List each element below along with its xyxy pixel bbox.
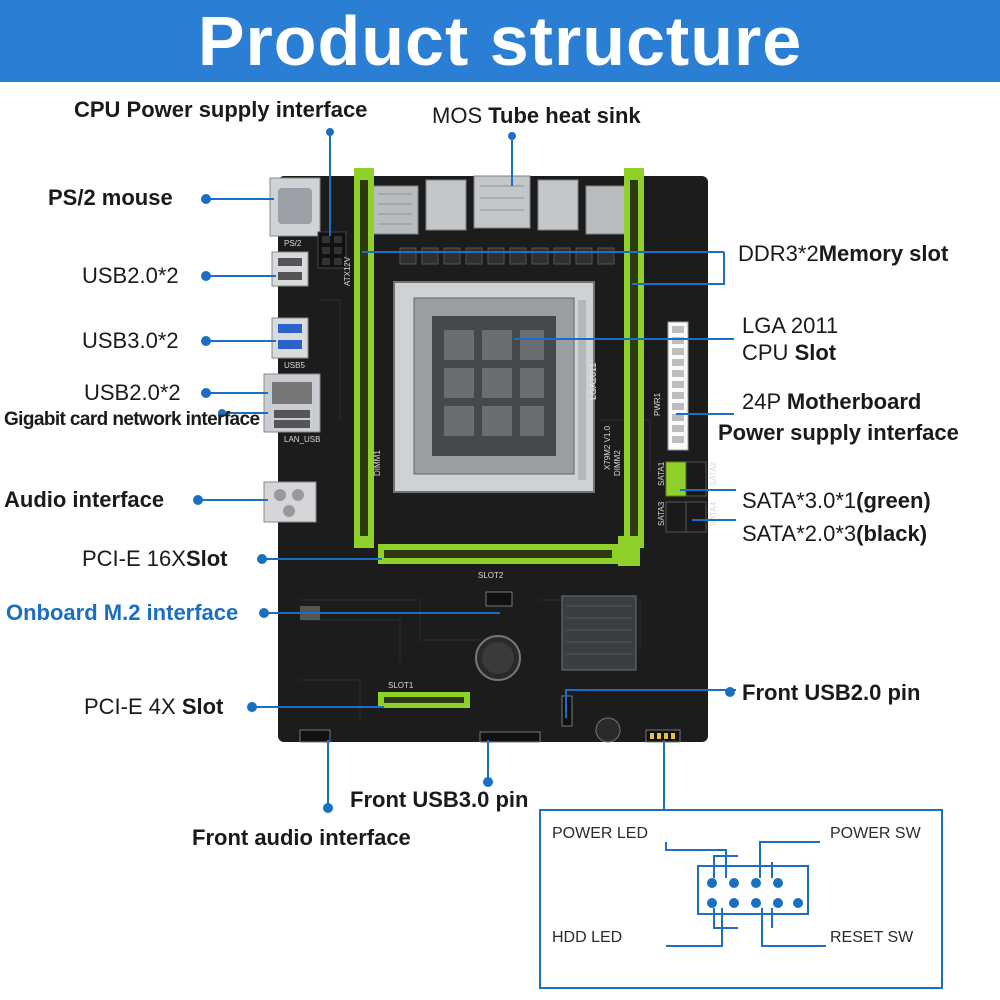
- label-lga-line2-rest: Slot: [794, 340, 837, 365]
- silk-slot2: SLOT2: [478, 571, 504, 580]
- label-sata20: SATA*2.0*3(black): [742, 523, 927, 545]
- pin-power-sw: POWER SW: [830, 825, 921, 842]
- header-pins: [707, 878, 803, 908]
- label-mos: MOS Tube heat sink: [432, 105, 641, 127]
- pin-reset-sw: RESET SW: [830, 929, 914, 946]
- audio-jacks: [263, 481, 317, 523]
- label-pcie4-prefix: PCI-E 4X: [84, 694, 176, 719]
- usb20-rear-ports: [271, 251, 309, 287]
- label-sata20-prefix: SATA*2.0*3: [742, 521, 857, 546]
- silk-sata3: SATA3: [657, 501, 666, 526]
- label-pcie16-rest: Slot: [185, 546, 228, 571]
- label-usb20-lan: USB2.0*2: [84, 380, 181, 405]
- silk-dimm1: DIMM1: [373, 450, 382, 476]
- label-24p-line2: Power supply interface: [718, 420, 959, 445]
- label-audio: Audio interface: [4, 487, 165, 512]
- silk-sata1: SATA1: [657, 461, 666, 486]
- label-ddr3-rest: Memory slot: [818, 241, 949, 266]
- mos-heatsinks: [371, 175, 627, 265]
- lan-usb-ports: [263, 373, 321, 433]
- sata-ports: [665, 461, 707, 533]
- silk-ps2: PS/2: [284, 239, 302, 248]
- label-lga-line2: CPU Slot: [742, 342, 836, 364]
- label-ddr3-prefix: DDR3*2: [738, 241, 819, 266]
- front-usb30-header: [479, 731, 541, 743]
- silk-lan-usb: LAN_USB: [284, 435, 320, 444]
- label-pcie4: PCI-E 4X Slot: [84, 696, 223, 718]
- label-front-usb20: Front USB2.0 pin: [742, 680, 921, 705]
- pin-power-led: POWER LED: [552, 825, 649, 842]
- silk-pwr1: PWR1: [653, 392, 662, 416]
- label-pcie4-rest: Slot: [181, 694, 224, 719]
- pcie-4x-slot: [378, 692, 470, 708]
- label-mos-prefix: MOS: [432, 103, 483, 128]
- cpu-power-connector: [317, 231, 347, 269]
- pin-hdd-led: HDD LED: [552, 929, 623, 946]
- label-lga-line1: LGA 2011: [742, 313, 839, 338]
- label-sata20-rest: (black): [856, 521, 928, 546]
- label-front-audio: Front audio interface: [192, 825, 411, 850]
- pcie-16x-slot: [378, 536, 640, 566]
- silk-sata2: SATA2: [709, 461, 718, 486]
- label-sata30: SATA*3.0*1(green): [742, 490, 931, 512]
- label-front-usb30: Front USB3.0 pin: [350, 787, 529, 812]
- leader-dots: [193, 128, 735, 813]
- silk-x79: X79M2 V1.0: [603, 425, 612, 470]
- front-audio-header: [299, 729, 331, 743]
- cmos-battery: [475, 635, 521, 681]
- ps2-port: [269, 177, 321, 237]
- silk-slot1: SLOT1: [388, 681, 414, 690]
- front-panel-header: [645, 729, 681, 743]
- label-ddr3: DDR3*2Memory slot: [738, 243, 948, 265]
- label-ps2-mouse: PS/2 mouse: [48, 185, 173, 210]
- silk-dimm2: DIMM2: [613, 450, 622, 476]
- page-title: Product structure: [197, 2, 803, 80]
- label-mos-rest: Tube heat sink: [488, 103, 641, 128]
- label-cpu-power: CPU Power supply interface: [74, 97, 368, 122]
- label-gigabit: Gigabit card network interface: [4, 409, 260, 430]
- label-sata30-prefix: SATA*3.0*1: [742, 488, 857, 513]
- silk-atx12v: ATX12V: [343, 256, 352, 286]
- label-usb30: USB3.0*2: [82, 328, 179, 353]
- label-24p: 24P Motherboard: [742, 391, 921, 413]
- silk-usb5: USB5: [284, 361, 305, 370]
- front-panel-pin-diagram: [539, 809, 943, 989]
- label-pcie16-prefix: PCI-E 16X: [82, 546, 186, 571]
- lga2011-socket: LGA2011: [393, 281, 598, 493]
- buzzer: [595, 717, 621, 743]
- label-sata30-rest: (green): [856, 488, 931, 513]
- m2-slot: [300, 591, 513, 620]
- title-banner: [0, 0, 1000, 82]
- label-m2: Onboard M.2 interface: [6, 600, 239, 625]
- silk-sata4: SATA4: [709, 501, 718, 526]
- label-24p-rest: Motherboard: [786, 389, 922, 414]
- usb30-rear-ports: [271, 317, 309, 359]
- leader-lines: [198, 132, 736, 810]
- label-usb20-top: USB2.0*2: [82, 263, 179, 288]
- label-24p-prefix: 24P: [742, 389, 781, 414]
- chipset-heatsink: [561, 595, 637, 671]
- socket-silkscreen: LGA2011: [588, 363, 598, 400]
- dimm-slot-2: [624, 168, 644, 548]
- label-pcie16: PCI-E 16XSlot: [82, 548, 228, 570]
- dimm-slot-1: [354, 168, 374, 548]
- label-lga-line2-prefix: CPU: [742, 340, 789, 365]
- atx-24pin-connector: [667, 321, 689, 451]
